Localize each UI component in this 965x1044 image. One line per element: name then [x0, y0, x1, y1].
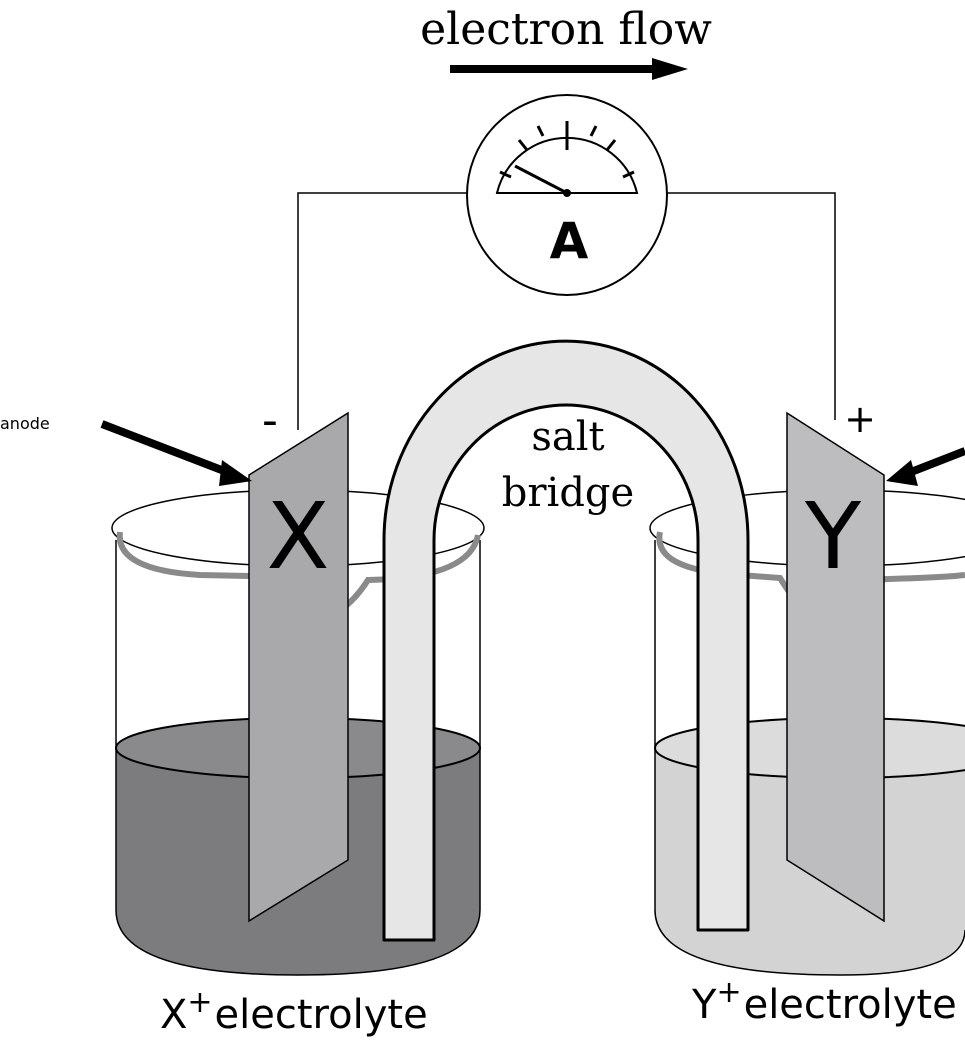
anode-label: anode	[0, 414, 50, 433]
negative-terminal-sign: -	[262, 395, 278, 446]
positive-terminal-sign: +	[844, 397, 876, 441]
electrode-y-letter: Y	[804, 483, 862, 590]
circuit-wire	[297, 192, 836, 430]
ammeter-needle	[514, 164, 568, 195]
salt-bridge-label-line1: salt	[531, 414, 604, 460]
electrode-y: Y	[786, 411, 885, 923]
ammeter-label: A	[550, 212, 589, 270]
cathode-pointer-arrow	[886, 447, 965, 486]
ammeter-scale-ticks	[499, 121, 635, 179]
salt-bridge: salt bridge	[382, 339, 750, 942]
electron-flow-title: electron flow	[420, 4, 712, 55]
electrode-x: X	[248, 411, 349, 923]
electrode-x-letter: X	[266, 483, 329, 590]
right-electrolyte-label: Y+electrolyte	[691, 975, 957, 1028]
ammeter: A	[466, 94, 668, 296]
salt-bridge-label-line2: bridge	[502, 470, 634, 516]
left-electrolyte-label: X+electrolyte	[160, 985, 428, 1038]
electron-flow-arrow	[450, 58, 688, 80]
anode-pointer-arrow	[100, 420, 252, 486]
